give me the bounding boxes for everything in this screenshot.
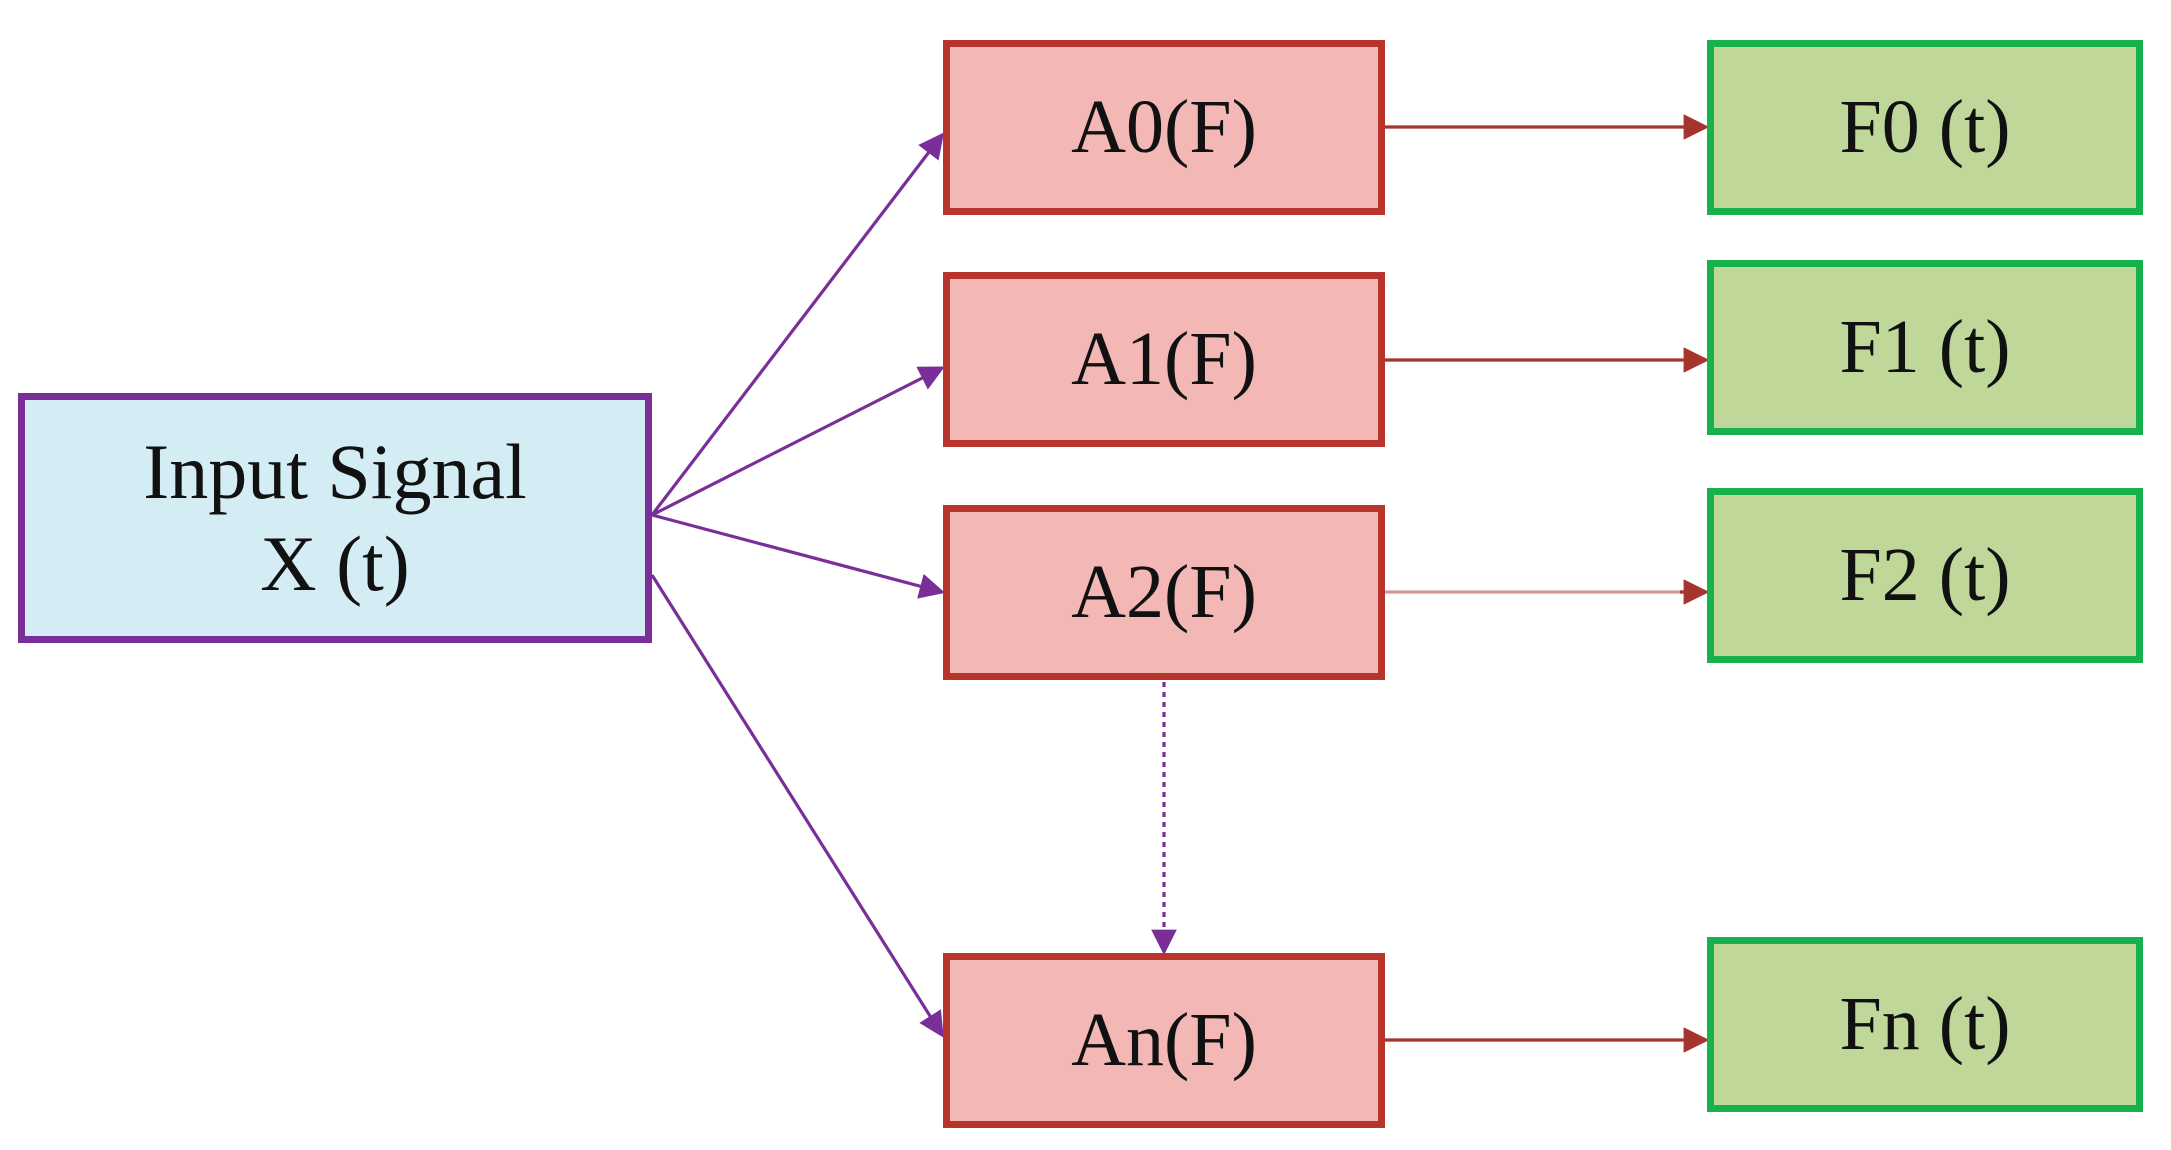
filter-box-a2: A2(F)	[943, 505, 1385, 680]
output-box-f2: F2 (t)	[1707, 488, 2143, 663]
filter-label-a1: A1(F)	[1071, 316, 1257, 401]
output-label-f1: F1 (t)	[1839, 304, 2011, 389]
output-label-f0: F0 (t)	[1839, 84, 2011, 169]
filter-box-a1: A1(F)	[943, 272, 1385, 447]
filter-label-a2: A2(F)	[1071, 549, 1257, 634]
input-signal-label: Input Signal	[143, 427, 527, 515]
output-box-f1: F1 (t)	[1707, 260, 2143, 435]
filter-box-a0: A0(F)	[943, 40, 1385, 215]
input-to-an-arrow	[650, 574, 944, 1038]
filter-label-a0: A0(F)	[1071, 84, 1257, 169]
input-signal-box: Input Signal X (t)	[18, 393, 652, 643]
input-to-a1-arrow	[651, 366, 945, 517]
output-box-fn: Fn (t)	[1707, 937, 2143, 1112]
input-to-a0-arrow	[650, 132, 944, 516]
input-to-a2-arrow	[651, 513, 946, 599]
output-label-f2: F2 (t)	[1839, 532, 2011, 617]
filter-label-an: An(F)	[1071, 997, 1257, 1082]
input-signal-symbol: X (t)	[260, 520, 410, 607]
output-label-fn: Fn (t)	[1839, 981, 2011, 1066]
output-box-f0: F0 (t)	[1707, 40, 2143, 215]
filter-box-an: An(F)	[943, 953, 1385, 1128]
